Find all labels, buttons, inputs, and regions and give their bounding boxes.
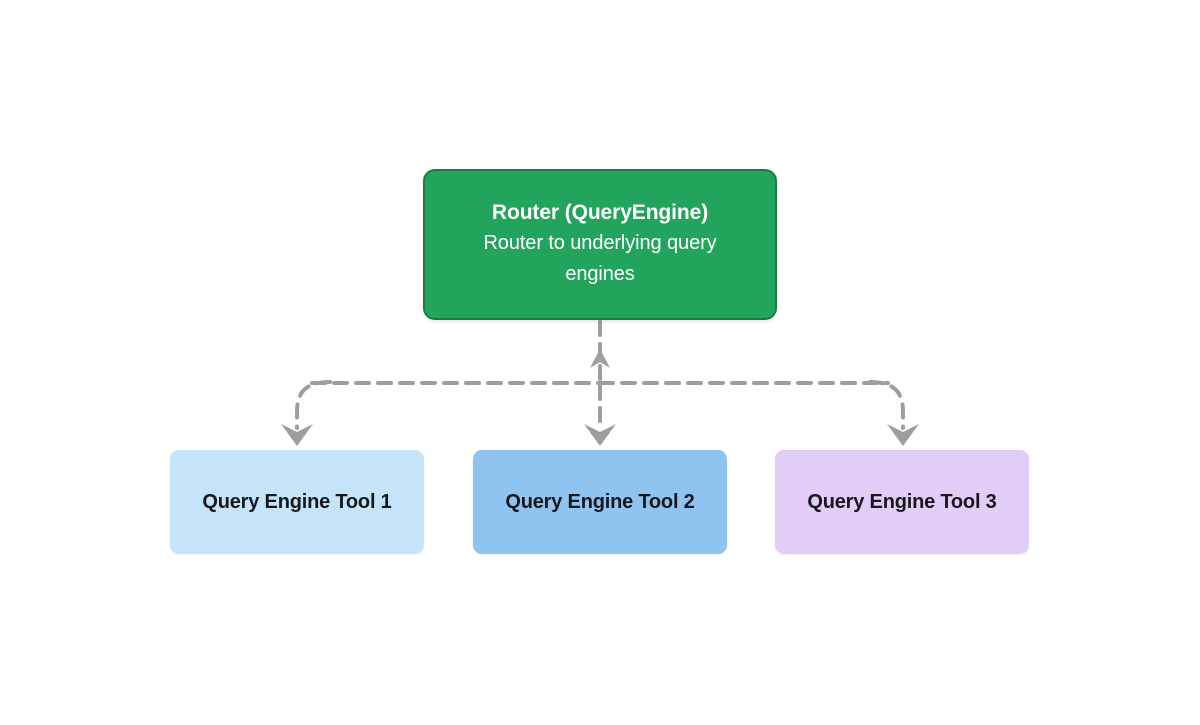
arrowhead-down-tool-2 bbox=[584, 424, 616, 446]
connector-to-tool-3 bbox=[868, 380, 905, 430]
arrowhead-down-tool-3 bbox=[887, 424, 919, 446]
node-query-engine-tool-2-label: Query Engine Tool 2 bbox=[505, 490, 695, 513]
node-router[interactable]: Router (QueryEngine) Router to underlyin… bbox=[423, 169, 777, 320]
node-router-title: Router (QueryEngine) bbox=[491, 201, 709, 225]
arrowhead-down-tool-1 bbox=[281, 424, 313, 446]
node-query-engine-tool-3-label: Query Engine Tool 3 bbox=[807, 490, 997, 513]
node-query-engine-tool-1[interactable]: Query Engine Tool 1 bbox=[170, 450, 424, 554]
node-query-engine-tool-3[interactable]: Query Engine Tool 3 bbox=[775, 450, 1029, 554]
node-query-engine-tool-2[interactable]: Query Engine Tool 2 bbox=[473, 450, 727, 554]
connector-to-tool-1 bbox=[295, 380, 332, 430]
node-query-engine-tool-1-label: Query Engine Tool 1 bbox=[202, 490, 392, 513]
node-router-subtitle: Router to underlying query engines bbox=[483, 231, 717, 285]
arrowhead-up-to-router bbox=[590, 349, 610, 368]
